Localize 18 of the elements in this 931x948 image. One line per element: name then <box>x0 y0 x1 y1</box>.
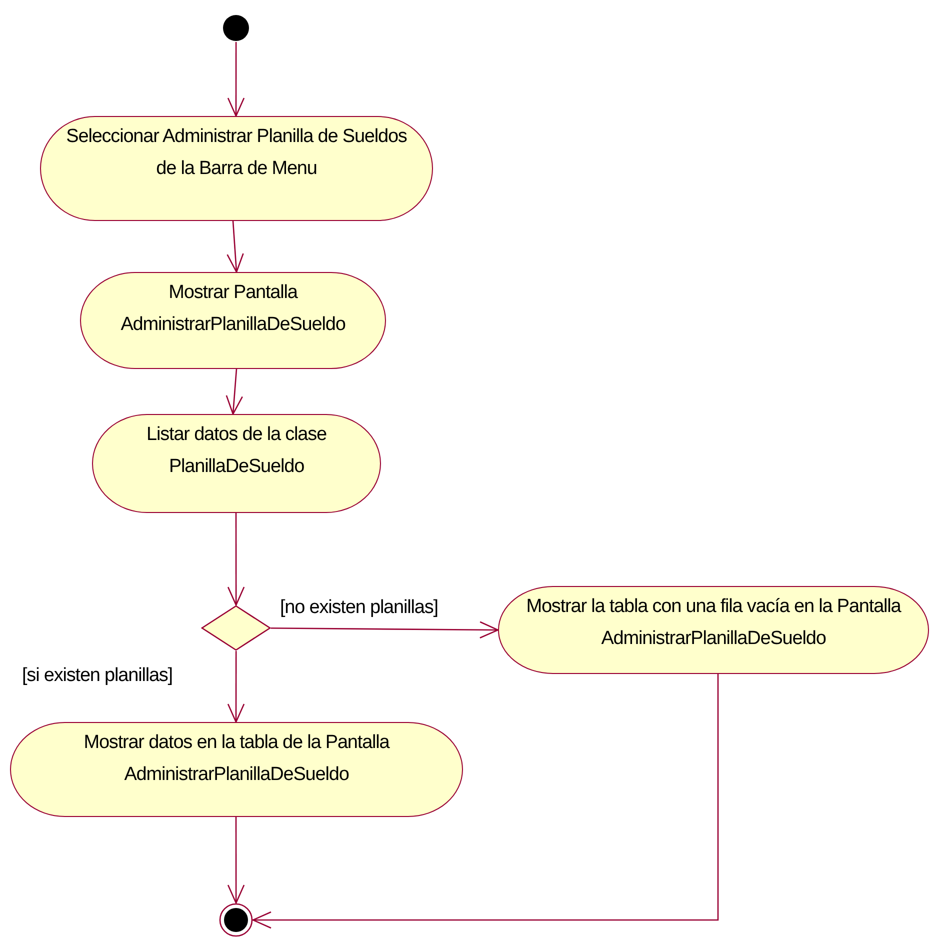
arrow <box>227 513 245 606</box>
arrow <box>226 368 244 415</box>
activity-box: Seleccionar Administrar Planilla de Sueldos de la Barra de Menu <box>40 116 433 221</box>
activity-box: Mostrar la tabla con una fila vacía en la Pantalla AdministrarPlanillaDeSueldo <box>498 586 929 674</box>
arrow <box>270 621 499 638</box>
arrow <box>226 220 244 273</box>
arrow <box>227 817 245 904</box>
arrow <box>227 42 245 117</box>
activity-box: Listar datos de la clase PlanillaDeSueldo <box>92 414 381 513</box>
arrow <box>252 674 719 929</box>
decision-diamond <box>201 605 271 651</box>
guard-label: [no existen planillas] <box>280 596 438 620</box>
guard-label: [si existen planillas] <box>22 664 172 688</box>
activity-box: Mostrar Pantalla AdministrarPlanillaDeSueldo <box>80 272 386 369</box>
start-node <box>222 14 250 42</box>
activity-box: Mostrar datos en la tabla de la Pantalla AdministrarPlanillaDeSueldo <box>10 722 463 817</box>
arrow <box>227 650 245 723</box>
end-node <box>219 903 253 937</box>
